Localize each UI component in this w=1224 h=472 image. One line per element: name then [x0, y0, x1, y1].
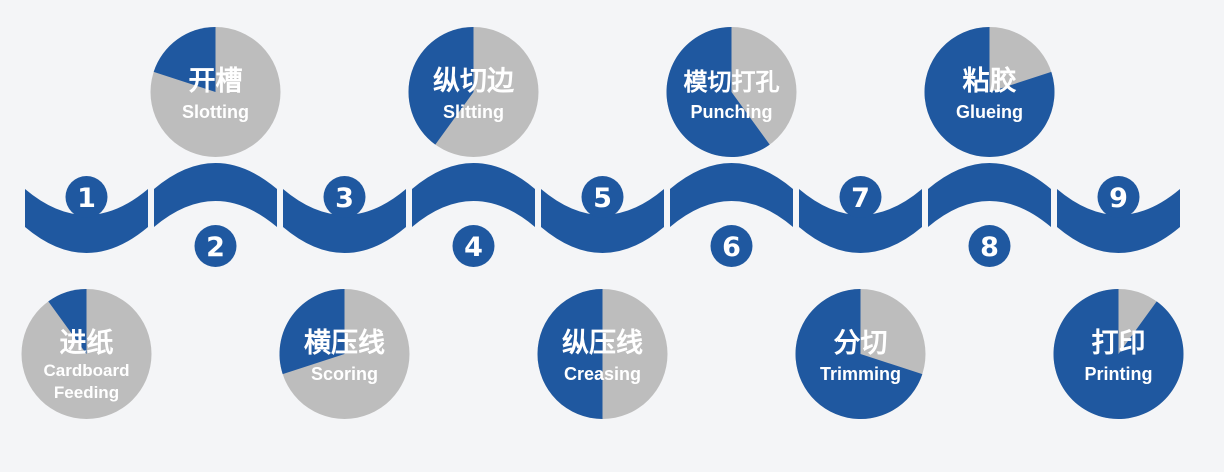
pie-blue-sector: [1053, 289, 1184, 419]
step-number: 4: [464, 232, 483, 263]
pie-blue-sector: [153, 27, 216, 92]
step-pie-2: 开槽 Slotting: [150, 27, 281, 157]
step-label-zh: 分切: [834, 328, 888, 359]
step-label-zh: 横压线: [304, 328, 385, 359]
step-number-circle: [581, 176, 624, 218]
step-label-zh: 粘胶: [963, 65, 1017, 97]
wave-segment-6: [670, 163, 793, 227]
step-label-en: Trimming: [820, 364, 901, 384]
step-number: 8: [980, 232, 999, 263]
step-number-circle: [65, 176, 108, 218]
step-number-circle: [194, 225, 237, 267]
step-pie-8: 粘胶 Glueing: [924, 27, 1055, 158]
pie-blue-sector: [48, 289, 87, 354]
step-pie-7: 分切 Trimming: [795, 289, 926, 419]
step-label-en: Punching: [691, 102, 773, 122]
step-number-badge: 6: [710, 225, 753, 267]
step-pie-5: 纵压线 Creasing: [537, 289, 668, 419]
step-number-circle: [710, 225, 753, 267]
pie-blue-sector: [279, 289, 345, 375]
step-number: 1: [77, 183, 96, 214]
step-numbers: 1 2 3 4 5 6 7 8 9: [65, 176, 1140, 267]
pie-blue-sector: [537, 289, 603, 419]
pie-blue-sector: [666, 27, 770, 157]
wave-segment-8: [928, 163, 1051, 227]
step-number-circle: [839, 176, 882, 218]
wave-segment-9: [1057, 189, 1180, 253]
step-label-zh: 开槽: [189, 66, 243, 97]
step-number-badge: 3: [323, 176, 366, 218]
step-label-en: Glueing: [956, 102, 1023, 122]
wave-ribbon: [25, 163, 1180, 253]
step-label-zh: 打印: [1092, 328, 1146, 359]
wave-segment-3: [283, 189, 406, 253]
step-number: 2: [206, 232, 225, 263]
step-number-circle: [1097, 176, 1140, 218]
step-number-circle: [323, 176, 366, 218]
step-pie-6: 模切打孔 Punching: [666, 27, 797, 157]
step-number-badge: 8: [968, 225, 1011, 267]
step-number: 6: [722, 232, 741, 263]
wave-segment-4: [412, 163, 535, 227]
step-number: 7: [851, 183, 870, 214]
step-pie-4: 纵切边 Slitting: [408, 27, 539, 157]
pie-blue-sector: [795, 289, 923, 419]
wave-segment-2: [154, 163, 277, 227]
step-number-badge: 2: [194, 225, 237, 267]
step-label-en: Slitting: [443, 102, 504, 122]
step-pie-3: 横压线 Scoring: [279, 289, 410, 419]
step-label-zh: 进纸: [60, 327, 114, 359]
step-number-badge: 4: [452, 225, 495, 267]
wave-segment-5: [541, 189, 664, 253]
step-label-zh: 模切打孔: [684, 68, 780, 96]
step-number: 5: [593, 183, 612, 214]
step-label-zh: 纵切边: [433, 66, 515, 97]
step-label-en: Scoring: [311, 364, 378, 384]
step-label-en: Creasing: [564, 364, 641, 384]
step-number-badge: 7: [839, 176, 882, 218]
step-number-badge: 9: [1097, 176, 1140, 218]
step-number-badge: 1: [65, 176, 108, 218]
step-number-circle: [452, 225, 495, 267]
step-number-circle: [968, 225, 1011, 267]
step-number-badge: 5: [581, 176, 624, 218]
step-label-en-line: Feeding: [54, 383, 119, 402]
step-label-en-line: Cardboard: [44, 361, 130, 380]
step-pie-9: 打印 Printing: [1053, 289, 1184, 419]
step-number: 3: [335, 183, 354, 214]
step-label-en: Slotting: [182, 102, 249, 122]
wave-segment-7: [799, 189, 922, 253]
wave-segment-1: [25, 189, 148, 253]
pie-blue-sector: [408, 27, 474, 145]
step-label-zh: 纵压线: [562, 328, 643, 359]
pie-blue-sector: [924, 27, 1055, 158]
step-number: 9: [1109, 183, 1128, 214]
step-label-en: Printing: [1085, 364, 1153, 384]
